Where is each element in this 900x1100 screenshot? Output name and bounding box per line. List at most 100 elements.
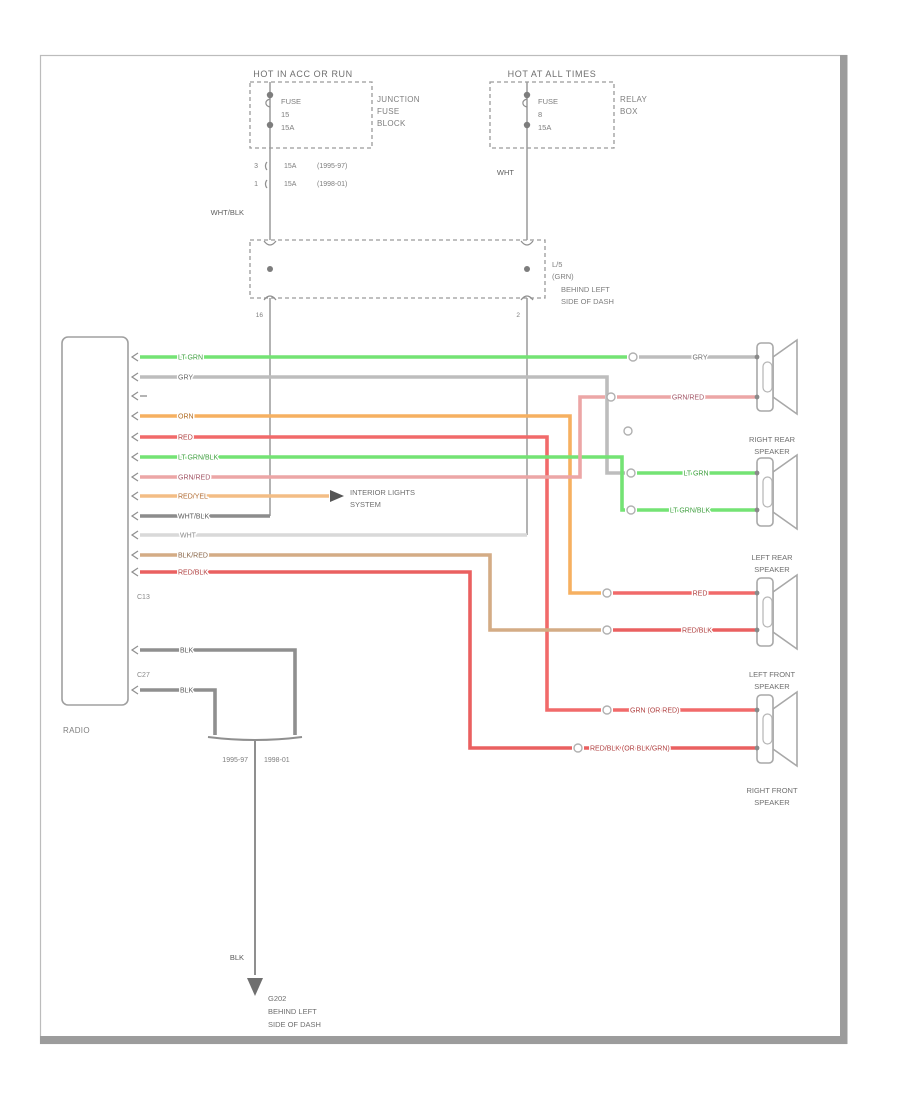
wire-label-red-speaker: RED — [693, 591, 708, 598]
speaker-magnet — [762, 596, 773, 628]
speaker-magnet — [762, 361, 773, 393]
inline-connector-icon — [623, 426, 633, 436]
wire-label-lt-grn-blk: LT GRN/BLK — [178, 455, 219, 462]
radio-pin — [130, 567, 139, 577]
wire-label-lt-grn: LT GRN — [178, 355, 203, 362]
wire-label-red: RED — [178, 435, 193, 442]
fuse-rating: 15A — [281, 123, 294, 132]
speaker-right-front: RIGHT FRONT SPEAKER — [746, 690, 798, 807]
speaker-terminal — [754, 507, 760, 513]
wire-label-blk-ground: BLK — [230, 953, 244, 962]
variant-tick — [264, 179, 268, 189]
connector-c27-label: C27 — [137, 672, 150, 679]
speaker-name: LEFT REAR — [751, 553, 793, 562]
speaker-left-rear: LEFT REAR SPEAKER — [751, 453, 798, 574]
speaker-name: SPEAKER — [754, 682, 790, 691]
connector-c13-label: C13 — [137, 594, 150, 601]
fuse-terminal-dot — [266, 91, 274, 99]
wire-label-red-blk-or-blk-grn: RED/BLK (OR BLK/GRN) — [590, 746, 670, 753]
wire-label-blk: BLK — [180, 688, 194, 695]
relay-box: HOT AT ALL TIMES FUSE 8 15A RELAY BOX WH… — [489, 69, 648, 240]
connector-id: L/5 — [552, 260, 562, 269]
connector-location-line: BEHIND LEFT — [561, 285, 610, 294]
speaker-terminal — [754, 707, 760, 713]
wire-label-red-blk-speaker: RED/BLK — [682, 628, 712, 635]
fuse-terminal-dot — [523, 121, 531, 129]
speaker-name: SPEAKER — [754, 565, 790, 574]
radio-pin — [130, 452, 139, 462]
speaker-body — [756, 457, 774, 527]
inline-connector-icon — [626, 505, 636, 515]
wire-left-front-positive: ORN RED — [140, 412, 755, 599]
interior-lights-label: SYSTEM — [350, 500, 381, 509]
variant-pin: 1 — [254, 181, 258, 188]
speaker-left-front: LEFT FRONT SPEAKER — [749, 573, 798, 691]
fuse-terminal-dot — [523, 91, 531, 99]
block-label-line: RELAY — [620, 95, 648, 104]
inline-connector-box — [249, 239, 546, 299]
wire-right-rear-negative: GRN/RED GRN/RED — [140, 392, 755, 483]
fuse-number: 15 — [281, 110, 289, 119]
wire-label-gry-speaker: GRY — [692, 355, 707, 362]
wire-left-rear-positive: GRY LT GRN — [140, 373, 755, 479]
connector-pin-icon — [520, 295, 534, 301]
junction-fuse-block-box — [249, 81, 373, 149]
fuse-number: 8 — [538, 110, 542, 119]
wire-label-blk: BLK — [180, 648, 194, 655]
variant-rating: 15A — [284, 163, 297, 170]
speaker-magnet — [762, 476, 773, 508]
wire-label-wht-blk: WHT/BLK — [211, 208, 244, 217]
speaker-terminal — [754, 470, 760, 476]
inline-connector-icon — [602, 625, 612, 635]
year-label-early: 1995-97 — [222, 757, 248, 764]
wire-label-wht-blk-row: WHT/BLK — [178, 514, 209, 521]
wire-right-front-positive: RED GRN (OR RED) — [140, 433, 755, 716]
horizontal-scrollbar[interactable] — [40, 1036, 847, 1044]
radio-pin — [130, 685, 139, 695]
wire-label-lt-grn-blk-speaker: LT GRN/BLK — [670, 508, 711, 515]
vertical-scrollbar[interactable] — [840, 55, 848, 1044]
wire-right-front-negative: RED/BLK RED/BLK (OR BLK/GRN) — [140, 568, 755, 754]
radio-pin — [130, 391, 139, 401]
radio-label: RADIO — [63, 726, 90, 735]
connector-pin-number: 16 — [256, 312, 264, 319]
block-label-line: BOX — [620, 107, 638, 116]
junction-fuse-block: HOT IN ACC OR RUN FUSE 15 15A JUNCTION F… — [211, 69, 420, 240]
radio-pin — [130, 530, 139, 540]
radio-pin — [130, 491, 139, 501]
speaker-magnet — [762, 713, 773, 745]
speaker-terminal — [754, 354, 760, 360]
block-label-line: JUNCTION — [377, 95, 420, 104]
inline-connector-icon — [628, 352, 638, 362]
speaker-right-rear: RIGHT REAR SPEAKER — [749, 338, 798, 456]
radio-pin — [130, 472, 139, 482]
inline-connector-icon — [606, 392, 616, 402]
speaker-terminal — [754, 590, 760, 596]
radio-pin — [130, 372, 139, 382]
wire-illumination: RED/YEL INTERIOR LIGHTS SYSTEM — [140, 488, 415, 509]
speaker-name: RIGHT FRONT — [746, 786, 798, 795]
speaker-terminal — [754, 745, 760, 751]
speaker-body — [756, 342, 774, 412]
speaker-name: SPEAKER — [754, 798, 790, 807]
wire-label-grn-red-speaker: GRN/RED — [672, 395, 704, 402]
wire-battery-power: WHT — [140, 531, 527, 541]
block-label-line: BLOCK — [377, 119, 406, 128]
ground-id: G202 — [268, 994, 286, 1003]
wire-merge-bar — [207, 736, 303, 741]
wire-label-grn-red: GRN/RED — [178, 475, 210, 482]
ground-icon — [247, 978, 263, 996]
radio-pin — [130, 511, 139, 521]
variant-pin: 3 — [254, 163, 258, 170]
connector-dot — [267, 266, 273, 272]
wire-label-wht-row: WHT — [180, 533, 197, 540]
wire-left-front-negative: BLK/RED RED/BLK — [140, 551, 755, 636]
radio-pin — [130, 411, 139, 421]
fuse-terminal-dot — [266, 121, 274, 129]
speaker-terminal — [754, 394, 760, 400]
ground-circuit: BLK BLK 1995-97 1998-01 BLK G202 BEHIND … — [140, 646, 321, 1029]
radio-pin — [130, 645, 139, 655]
fuse-icon — [265, 98, 271, 108]
relay-box-box — [489, 81, 615, 149]
